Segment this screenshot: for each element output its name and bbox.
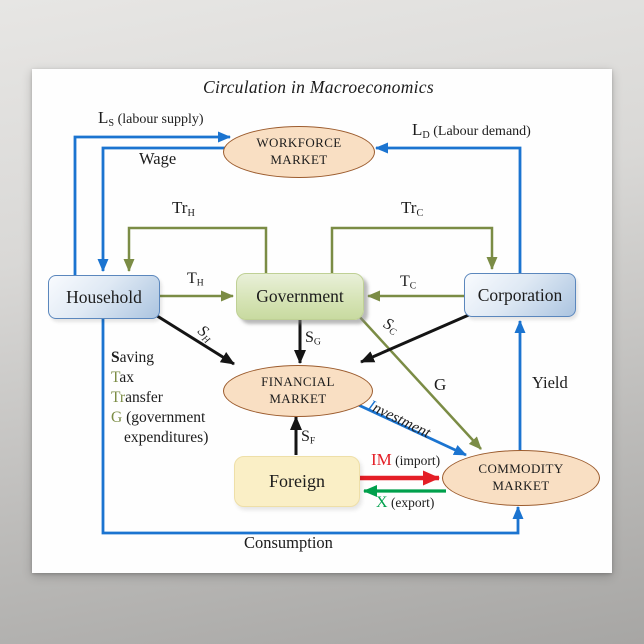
transfer-corporation-label: TrC: [401, 198, 424, 219]
labour-demand-arrow: [375, 142, 522, 276]
household-node: Household: [48, 275, 160, 319]
household-label: Household: [66, 286, 142, 307]
commodity-market-node: COMMODITY MARKET: [442, 450, 600, 506]
corporation-label: Corporation: [477, 284, 563, 305]
saving-government-label: SG: [305, 329, 321, 348]
saving-household-arrow: [153, 312, 235, 366]
labour-demand-label: LD (Labour demand): [412, 120, 531, 141]
investment-label: Investment: [365, 396, 434, 442]
saving-corporation-label: SC: [380, 315, 398, 339]
legend-transfer: Transfer: [111, 389, 163, 406]
import-label: IM (import): [371, 450, 441, 469]
legend-gov-expenditure: G (government: [111, 409, 206, 426]
diagram-poster: Circulation in Macroeconomics Household …: [32, 69, 612, 573]
saving-household-label: SH: [194, 322, 212, 347]
financial-market-node: FINANCIAL MARKET: [223, 365, 373, 417]
labour-supply-label: LS (labour supply): [98, 108, 204, 129]
commodity-market-line1: COMMODITY: [478, 461, 564, 477]
workforce-market-line1: WORKFORCE: [256, 135, 342, 151]
tax-household-label: TH: [187, 270, 204, 289]
foreign-node: Foreign: [234, 456, 360, 507]
financial-market-line1: FINANCIAL: [261, 374, 335, 390]
commodity-market-line2: MARKET: [492, 478, 550, 493]
saving-foreign-label: SF: [301, 428, 316, 447]
saving-corporation-arrow: [360, 312, 472, 364]
legend-tax: Tax: [111, 369, 135, 386]
workforce-market-node: WORKFORCE MARKET: [223, 126, 375, 178]
government-expenditure-label: G: [434, 375, 447, 394]
workforce-market-line2: MARKET: [270, 152, 328, 167]
tax-corporation-label: TC: [400, 273, 417, 292]
transfer-corporation-arrow: [330, 226, 498, 276]
transfer-household-arrow: [123, 226, 268, 276]
corporation-node: Corporation: [464, 273, 576, 317]
wage-label: Wage: [139, 149, 177, 168]
foreign-label: Foreign: [269, 471, 325, 491]
financial-market-line2: MARKET: [269, 391, 327, 406]
diagram-title: Circulation in Macroeconomics: [203, 77, 434, 97]
government-label: Government: [256, 286, 344, 306]
transfer-household-label: TrH: [172, 198, 195, 219]
legend-gov-expenditure-line2: expenditures): [124, 429, 209, 446]
consumption-label: Consumption: [244, 533, 333, 552]
yield-label: Yield: [532, 373, 568, 392]
legend-saving: Saving: [111, 349, 155, 366]
government-node: Government: [236, 273, 364, 320]
export-label: X (export): [376, 494, 435, 511]
